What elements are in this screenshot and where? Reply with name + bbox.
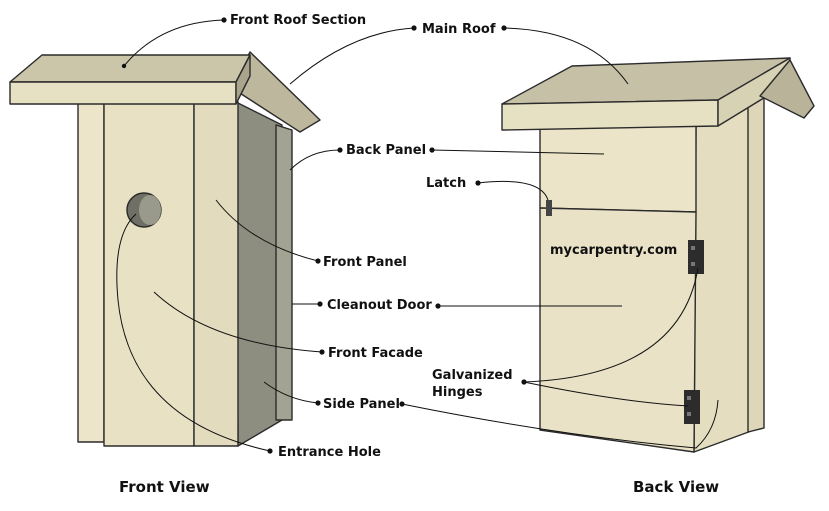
back-view-cleanout-door bbox=[539, 207, 697, 453]
upper-hinge-icon bbox=[688, 240, 704, 274]
front-view-birdhouse bbox=[9, 51, 321, 447]
back-view-front-roof-section bbox=[759, 59, 815, 119]
back-view-birdhouse bbox=[501, 57, 815, 453]
back-view-main-roof-edge bbox=[501, 99, 719, 131]
front-view-right-board bbox=[193, 101, 239, 447]
latch-icon bbox=[546, 200, 552, 216]
label-front-panel: Front Panel bbox=[323, 255, 407, 270]
label-back-panel: Back Panel bbox=[346, 143, 426, 158]
caption-back-view: Back View bbox=[633, 478, 719, 496]
front-view-center-board bbox=[103, 101, 195, 447]
label-side-panel: Side Panel bbox=[323, 397, 400, 412]
front-view-left-board bbox=[77, 101, 105, 443]
labels: Front Roof Section Main Roof Back Panel … bbox=[119, 13, 719, 496]
label-entrance-hole: Entrance Hole bbox=[278, 445, 381, 460]
label-front-facade: Front Facade bbox=[328, 346, 423, 361]
front-view-front-roof-edge bbox=[9, 81, 237, 105]
leader-lines bbox=[116, 17, 719, 454]
label-cleanout-door: Cleanout Door bbox=[327, 298, 432, 313]
back-view-side-panel-strip bbox=[747, 95, 765, 433]
label-galvanized-hinges-line1: Galvanized bbox=[432, 368, 513, 383]
lower-hinge-icon bbox=[684, 390, 700, 424]
back-view-side-panel bbox=[693, 99, 755, 453]
front-view-side-panel bbox=[235, 101, 283, 447]
entrance-hole-inner bbox=[139, 195, 161, 225]
front-view-front-roof-side bbox=[235, 54, 251, 105]
label-galvanized-hinges-line2: Hinges bbox=[432, 385, 483, 400]
watermark-text: mycarpentry.com bbox=[550, 243, 677, 258]
label-front-roof-section: Front Roof Section bbox=[230, 13, 366, 28]
label-latch: Latch bbox=[426, 176, 466, 191]
back-view-back-panel bbox=[539, 125, 697, 213]
label-main-roof: Main Roof bbox=[422, 22, 496, 37]
caption-front-view: Front View bbox=[119, 478, 210, 496]
front-view-back-panel bbox=[275, 124, 293, 421]
